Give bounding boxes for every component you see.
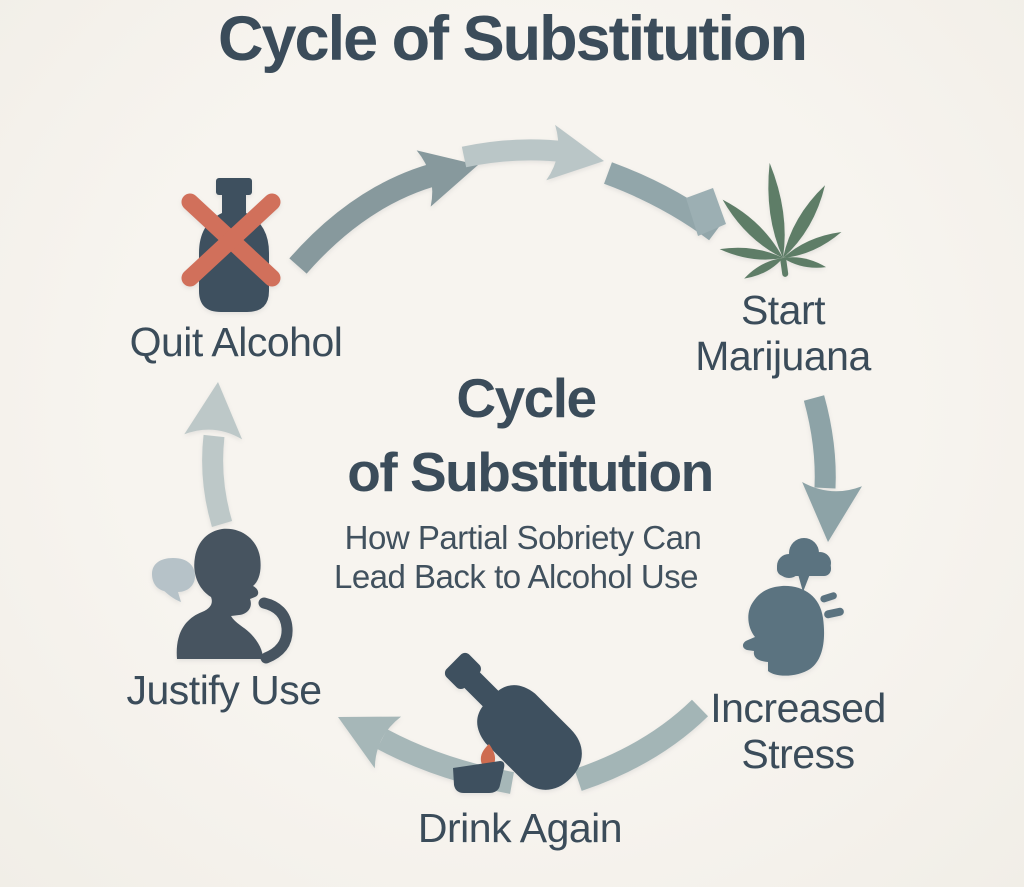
talking-person-icon: [152, 528, 293, 664]
stage-label-start-line2: Marijuana: [695, 332, 871, 379]
stage-label-increased-stress: Increased Stress: [710, 685, 886, 778]
center-subheading-line1: How Partial Sobriety Can: [344, 519, 702, 556]
page-title: Cycle of Substitution: [218, 4, 808, 74]
arrow-top-middle-icon: [461, 124, 723, 241]
arrow-start-to-stress-icon: [802, 395, 862, 542]
stressed-head-icon: [742, 538, 844, 676]
stage-label-drink-again: Drink Again: [417, 805, 623, 851]
pouring-bottle-icon: [444, 652, 582, 793]
arc-stub-near-leaf-icon: [686, 188, 726, 236]
arrow-justify-to-quit-icon: [184, 382, 243, 527]
arrow-quit-to-start-icon: [289, 150, 478, 274]
center-heading-line1: Cycle: [456, 367, 597, 429]
marijuana-leaf-icon: [719, 162, 842, 279]
stage-label-stress-line1: Increased: [710, 685, 886, 731]
stage-label-quit-alcohol: Quit Alcohol: [129, 319, 343, 365]
arc-stress-to-drink-icon: [574, 699, 709, 791]
stage-label-start-marijuana: Start Marijuana: [695, 287, 871, 380]
stage-label-start-line1: Start: [740, 287, 826, 333]
stage-label-stress-line2: Stress: [741, 730, 855, 777]
stage-label-justify-use: Justify Use: [126, 667, 323, 713]
center-subheading-line2: Lead Back to Alcohol Use: [333, 558, 699, 595]
center-heading-line2: of Substitution: [347, 441, 714, 503]
crossed-out-bottle-icon: [181, 178, 281, 312]
